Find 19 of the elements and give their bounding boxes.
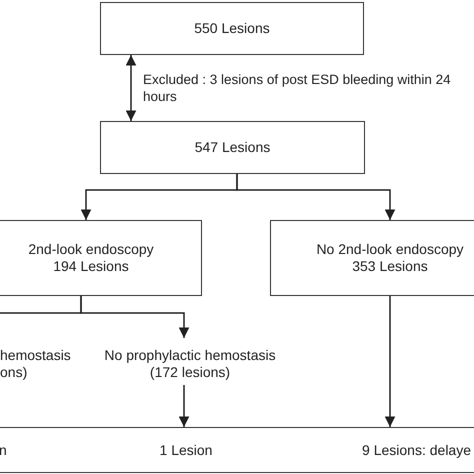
arrow: [236, 174, 396, 220]
process-box: [100, 121, 365, 174]
process-box: [0, 427, 474, 473]
process-box: [270, 220, 474, 296]
box-text: 547 Lesions: [194, 139, 272, 156]
box-text: 9 Lesions: delaye: [362, 442, 471, 459]
arrow: [178, 385, 190, 427]
node-text: No prophylactic hemostasis (172 lesions): [103, 347, 277, 381]
node-text: hemostasis ons): [0, 347, 72, 381]
box-text: 550 Lesions: [193, 20, 271, 37]
box-text: 2nd-look endoscopy 194 Lesions: [27, 241, 155, 275]
box-text: 1 Lesion: [160, 442, 212, 459]
box-text: n: [0, 442, 7, 459]
arrow: [126, 55, 136, 121]
box-text: No 2nd-look endoscopy 353 Lesions: [315, 241, 465, 275]
process-box: [0, 220, 202, 296]
arrow: [80, 296, 190, 338]
process-box: [100, 2, 364, 55]
arrow: [384, 296, 396, 427]
